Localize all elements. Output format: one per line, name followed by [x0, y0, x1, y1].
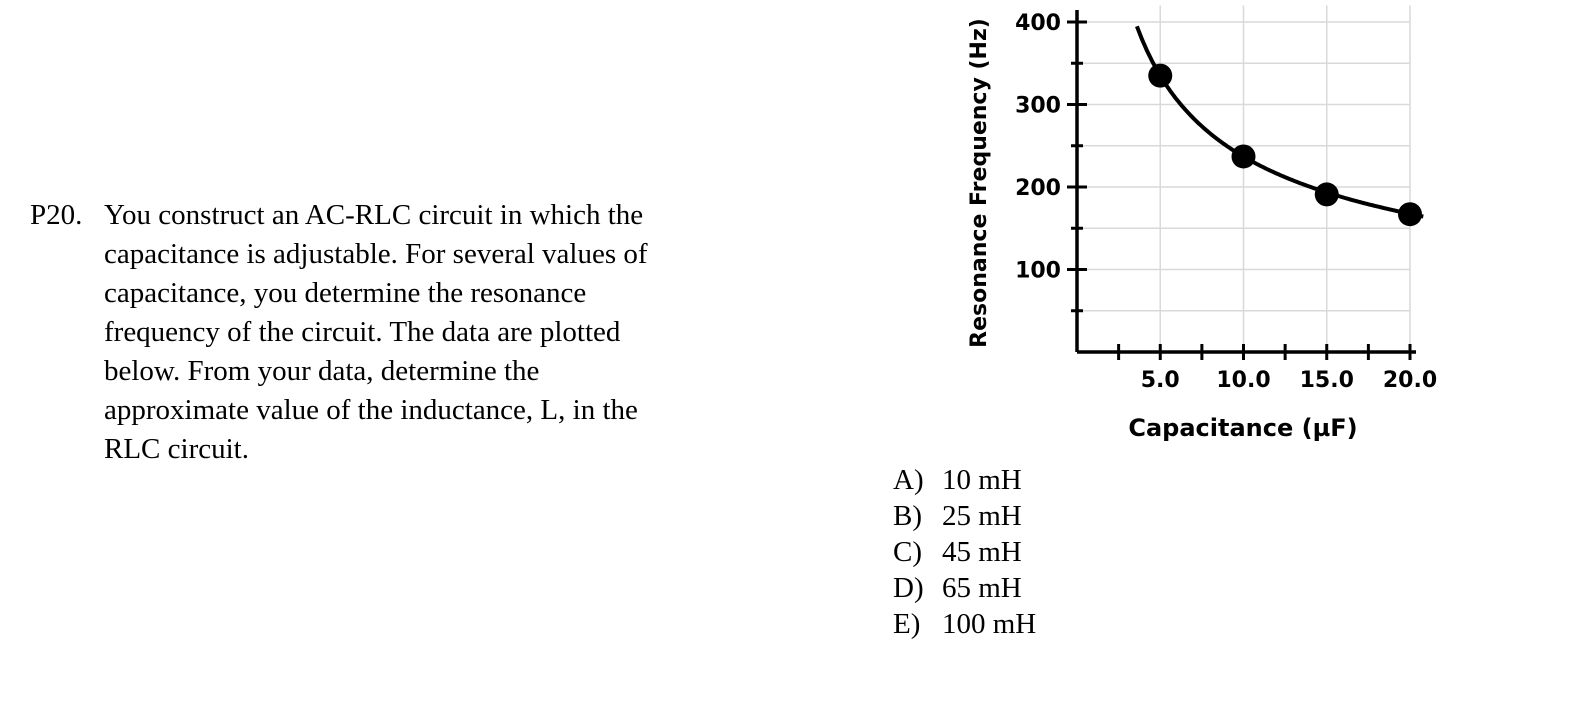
problem-line: frequency of the circuit. The data are p…	[104, 316, 621, 348]
data-point	[1398, 202, 1422, 227]
problem-line: below. From your data, determine the	[104, 355, 540, 387]
choice-a[interactable]: A) 10 mH	[893, 462, 1036, 498]
choice-text: 45 mH	[942, 536, 1022, 568]
choice-b[interactable]: B) 25 mH	[893, 498, 1036, 534]
data-point	[1148, 63, 1173, 88]
y-tick-label: 100	[1015, 259, 1061, 284]
choice-c[interactable]: C) 45 mH	[893, 534, 1036, 570]
y-tick-label: 200	[1015, 176, 1061, 201]
y-tick-label: 300	[1015, 94, 1061, 119]
x-tick-label: 20.0	[1383, 368, 1437, 393]
problem-line: RLC circuit.	[104, 433, 249, 465]
y-tick-label: 400	[1015, 11, 1061, 36]
problem-line: capacitance is adjustable. For several v…	[104, 238, 648, 270]
problem-line: capacitance, you determine the resonance	[104, 277, 587, 309]
problem-line: You construct an AC-RLC circuit in which…	[104, 199, 644, 231]
choice-text: 10 mH	[942, 464, 1022, 496]
choice-text: 65 mH	[942, 572, 1022, 604]
answer-choices: A) 10 mH B) 25 mH C) 45 mH D) 65 mH E) 100 mH	[893, 462, 1036, 642]
choice-label: E)	[893, 608, 921, 640]
x-axis-title: Capacitance (µF)	[1128, 414, 1357, 442]
choice-label: D)	[893, 572, 924, 604]
problem-number: P20.	[30, 199, 83, 231]
choice-label: A)	[893, 464, 924, 496]
choice-text: 25 mH	[942, 500, 1022, 532]
choice-e[interactable]: E) 100 mH	[893, 606, 1036, 642]
y-axis-title: Resonance Frequency (Hz)	[967, 18, 992, 348]
fit-curve	[1135, 25, 1424, 219]
problem-statement: P20. You construct an AC-RLC circuit in …	[30, 196, 730, 469]
choice-label: B)	[893, 500, 922, 532]
choice-text: 100 mH	[942, 608, 1037, 640]
data-point	[1314, 182, 1339, 207]
choice-d[interactable]: D) 65 mH	[893, 570, 1036, 606]
x-tick-label: 5.0	[1141, 368, 1180, 393]
x-tick-label: 10.0	[1216, 368, 1270, 393]
x-tick-label: 15.0	[1300, 368, 1354, 393]
choice-label: C)	[893, 536, 922, 568]
problem-line: approximate value of the inductance, L, …	[104, 394, 638, 426]
data-point	[1231, 144, 1256, 169]
problem-body: You construct an AC-RLC circuit in which…	[104, 196, 730, 469]
